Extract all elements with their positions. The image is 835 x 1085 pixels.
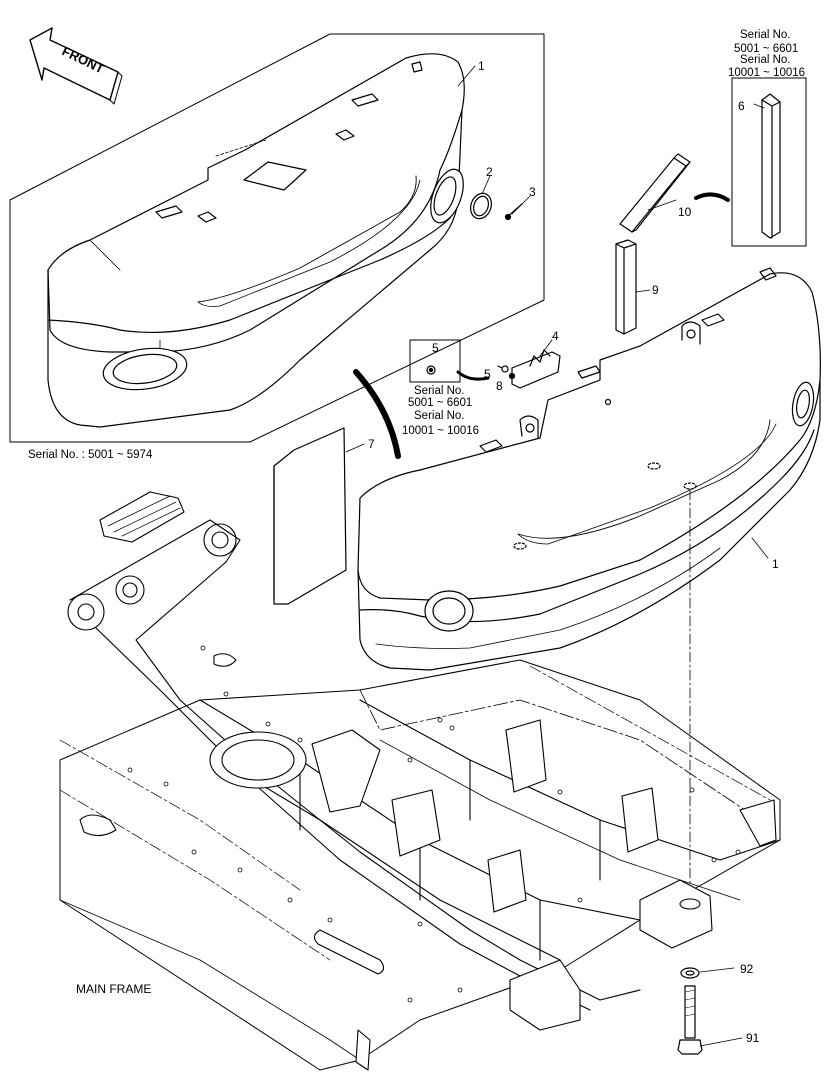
washer-part-92 — [680, 967, 700, 979]
inset-panel-part-6 — [731, 77, 807, 247]
callout-6: 6 — [738, 99, 745, 113]
serial-label: Serial No. — [740, 54, 791, 66]
callout-4: 4 — [552, 329, 559, 343]
callout-5-inset: 5 — [432, 341, 439, 355]
pointer-arrow — [694, 192, 730, 202]
callout-10: 10 — [678, 205, 692, 219]
callout-92: 92 — [740, 962, 754, 976]
callout-8: 8 — [496, 379, 503, 393]
pointer-arrow — [456, 370, 490, 381]
serial-range: 10001 ~ 10016 — [402, 425, 479, 437]
serial-range: 5001 ~ 6601 — [408, 397, 472, 409]
serial-range: 5001 ~ 6601 — [734, 43, 798, 55]
plate-part-7 — [273, 427, 347, 605]
pointer-arrow — [353, 369, 401, 459]
serial-label: Serial No. — [414, 385, 465, 397]
plate-part-10 — [619, 153, 691, 233]
plate-part-9 — [615, 239, 637, 335]
callout-7: 7 — [368, 437, 375, 451]
o-ring-part-2 — [470, 192, 492, 220]
main-frame — [59, 491, 781, 1071]
callout-1-main: 1 — [772, 557, 779, 571]
bolt-part-5 — [497, 365, 509, 373]
callout-3: 3 — [529, 185, 536, 199]
counterweight-old — [47, 53, 465, 428]
inset-panel-part-5 — [409, 339, 461, 383]
callout-2: 2 — [486, 165, 493, 179]
callout-1-top: 1 — [478, 59, 485, 73]
inset-panel-old-counterweight — [9, 33, 545, 443]
washer-part-8 — [508, 372, 516, 380]
serial-range: 10001 ~ 10016 — [728, 67, 805, 79]
serial-label: Serial No. — [414, 410, 465, 422]
counterweight-main — [357, 267, 821, 671]
leader-lines — [345, 65, 769, 1047]
serial-label: Serial No. — [740, 29, 791, 41]
callout-9: 9 — [652, 283, 659, 297]
callout-5: 5 — [484, 367, 491, 381]
bolt-part-91 — [677, 985, 703, 1055]
front-arrow-icon: FRONT — [29, 27, 123, 105]
main-frame-label: MAIN FRAME — [76, 982, 151, 996]
bracket-part-4 — [511, 349, 561, 389]
serial-note-old: Serial No. : 5001 ~ 5974 — [28, 449, 153, 461]
callout-91: 91 — [746, 1031, 760, 1045]
